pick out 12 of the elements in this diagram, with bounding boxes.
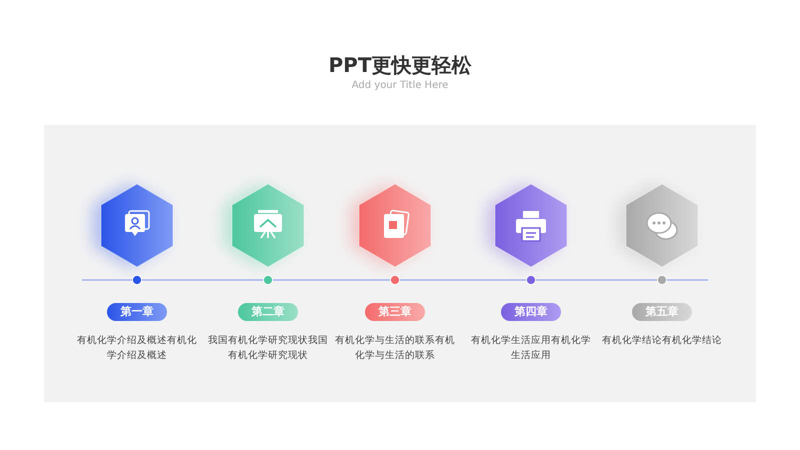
- description-text: 有机化学介绍及概述有机化学介绍及概述: [76, 334, 198, 363]
- chapter-pill: 第三章: [365, 303, 425, 321]
- subtitle-text: Add your Title Here: [352, 80, 448, 91]
- chapter-pill: 第二章: [238, 303, 298, 321]
- description-text: 有机化学生活应用有机化学生活应用: [470, 334, 592, 363]
- description-text: 有机化学与生活的联系有机化学与生活的联系: [334, 334, 456, 363]
- chapter-pill: 第五章: [632, 303, 692, 321]
- title-text: PPT更快更轻松: [328, 52, 472, 79]
- chapter-pill: 第一章: [107, 303, 167, 321]
- chapter-pill: 第四章: [501, 303, 561, 321]
- description-text: 我国有机化学研究现状我国有机化学研究现状: [207, 334, 329, 363]
- description-text: 有机化学结论有机化学结论: [601, 334, 723, 348]
